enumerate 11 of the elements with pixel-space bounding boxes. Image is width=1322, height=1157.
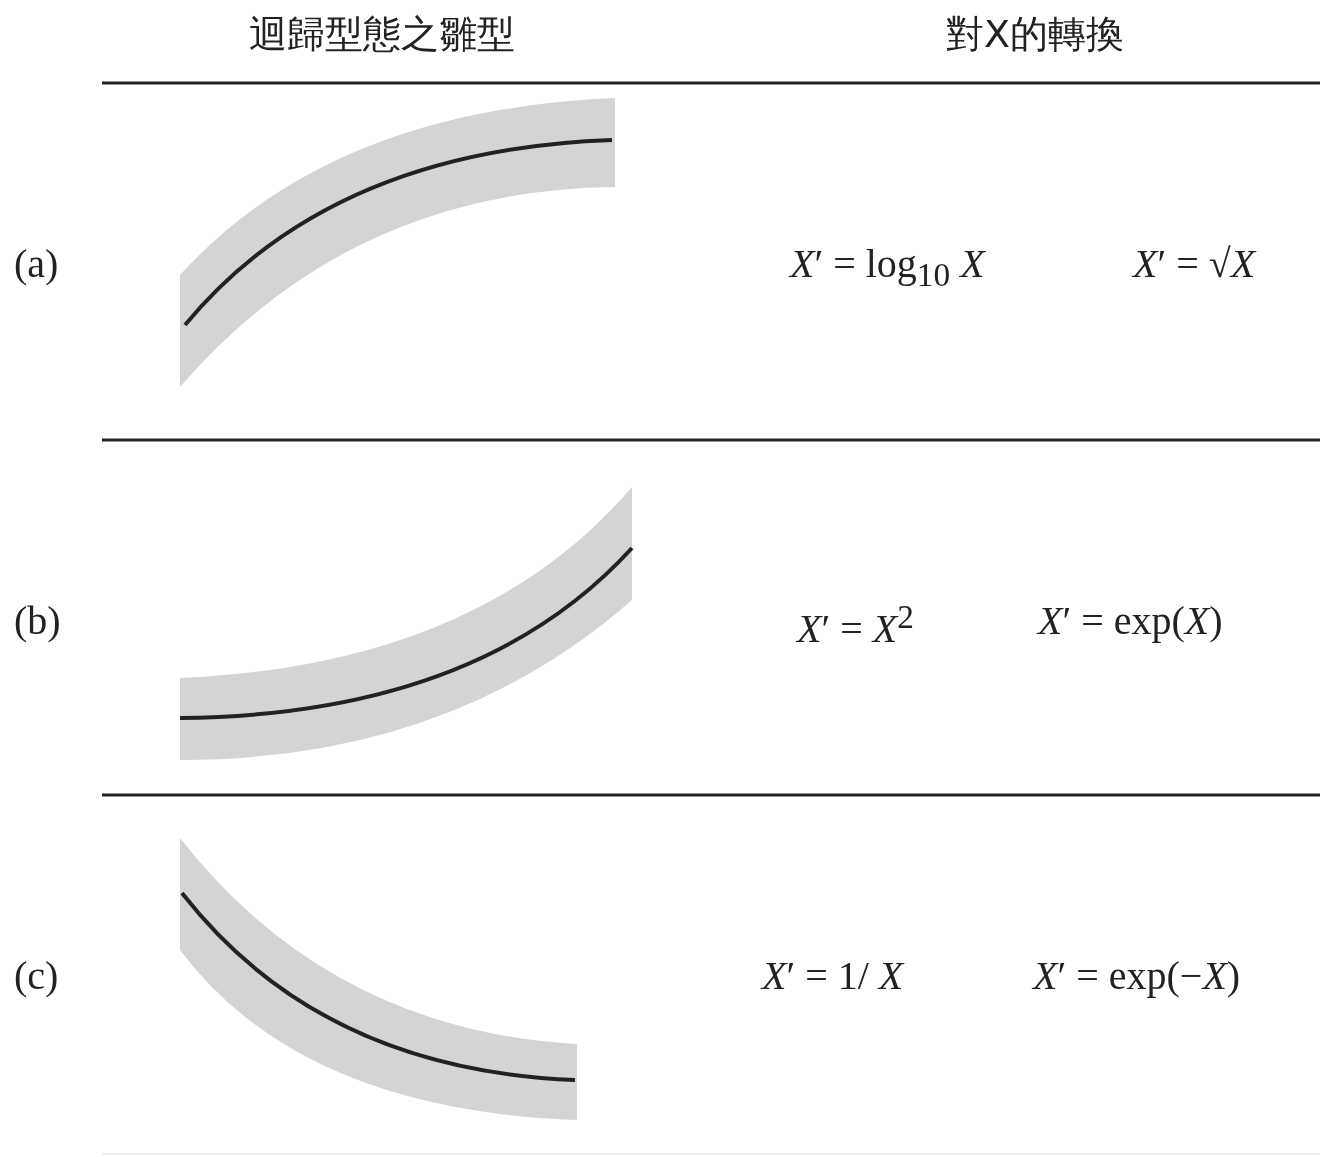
row-label: (a) <box>14 240 59 288</box>
formula: X′ = √X <box>1133 240 1256 288</box>
row-label: (b) <box>14 597 61 645</box>
column-header: 對X的轉換 <box>946 12 1124 58</box>
formula: X′ = log$_{10}$ X <box>790 240 985 295</box>
formula: X′ = X$^{2}$ <box>797 597 914 654</box>
formula: X′ = exp(−X) <box>1033 952 1241 1000</box>
formula: X′ = 1/ X <box>762 952 904 1000</box>
column-header: 迴歸型態之雛型 <box>249 12 515 58</box>
formula: X′ = exp(X) <box>1038 597 1223 645</box>
row-label: (c) <box>14 952 59 1000</box>
